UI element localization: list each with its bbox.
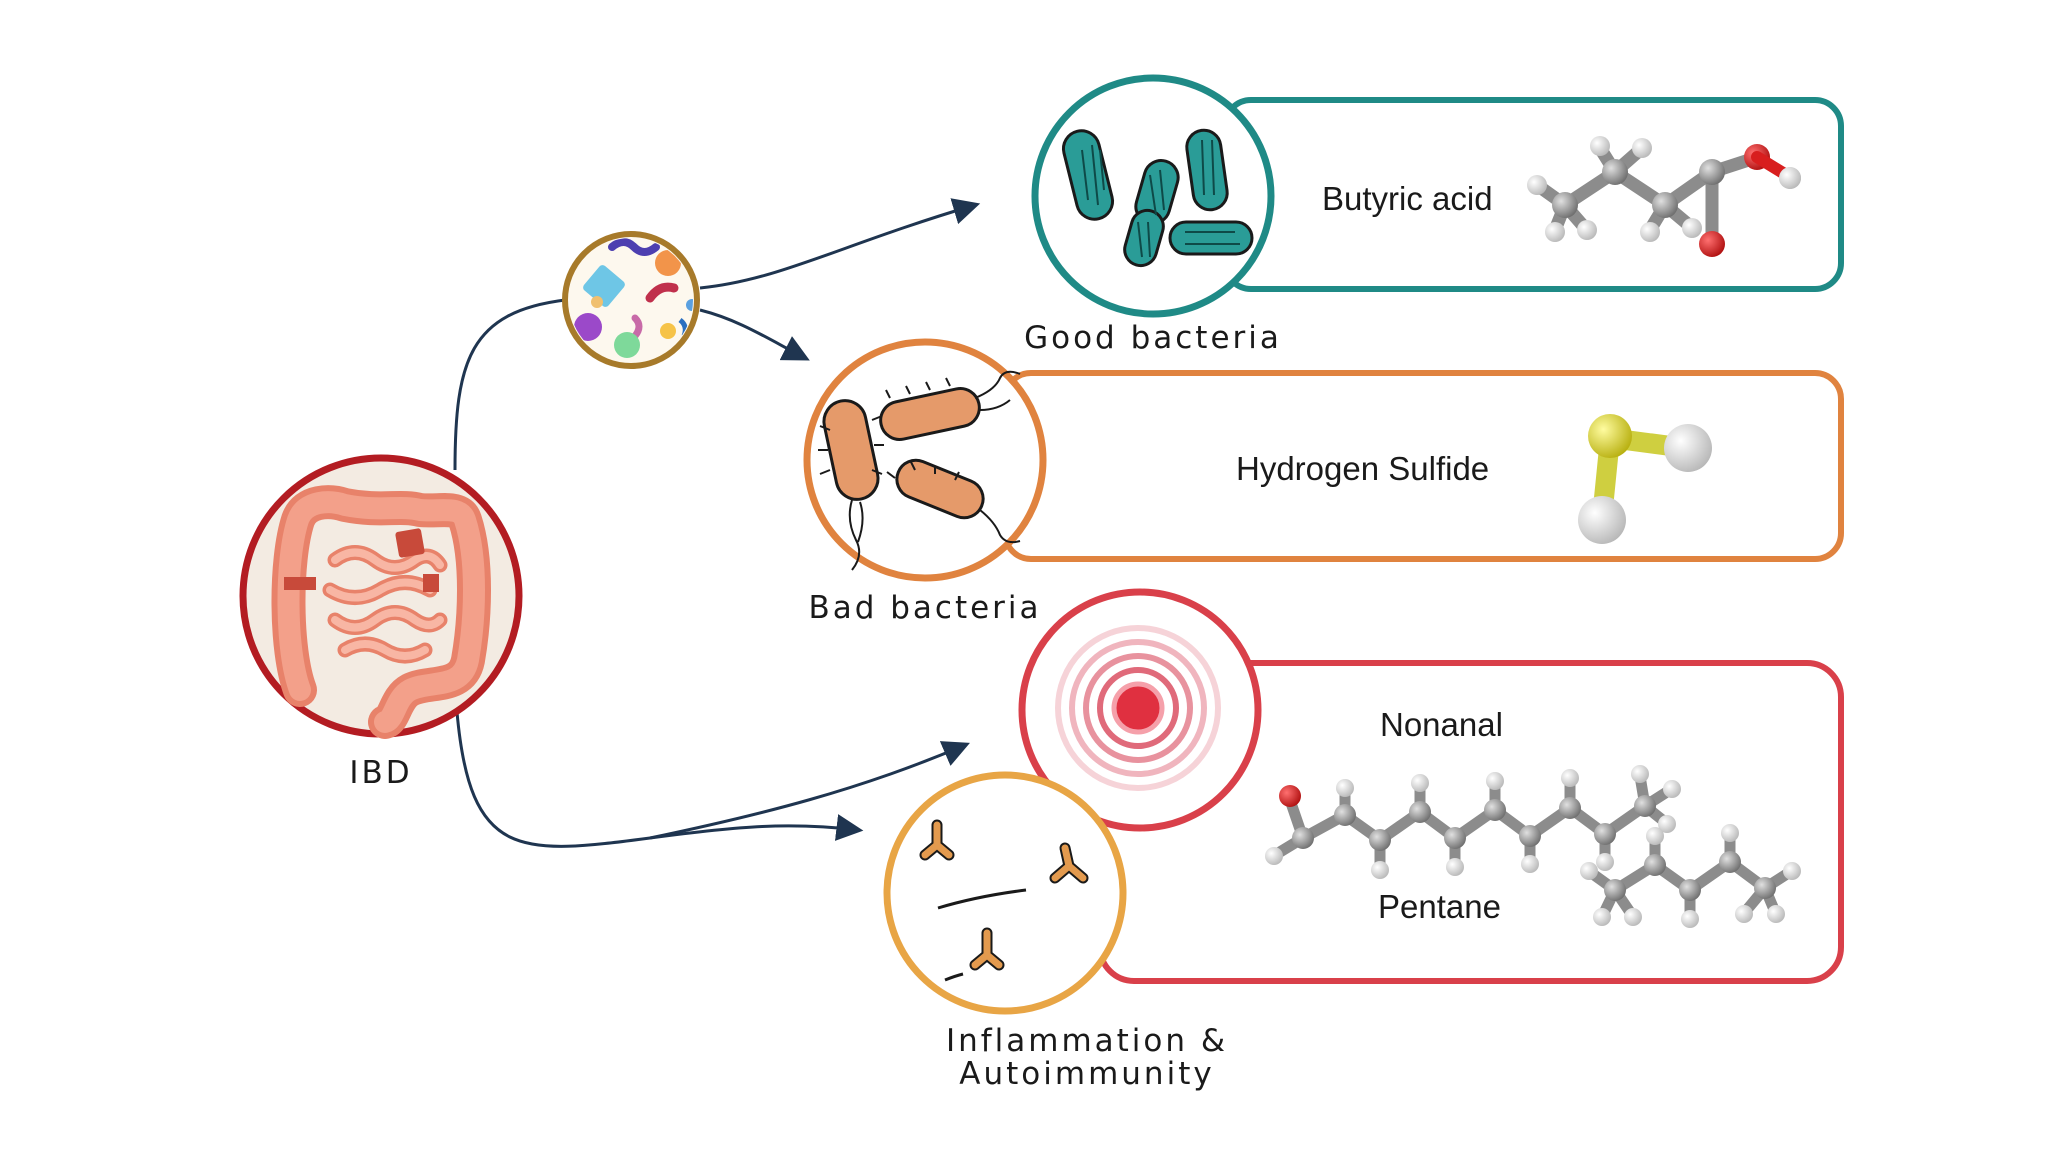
nonanal-molecule: [1265, 765, 1681, 879]
good-bacteria-icon: [1031, 74, 1275, 318]
good-bacteria-box: [1222, 97, 1844, 292]
label-butyric-acid: Butyric acid: [1322, 180, 1493, 217]
arrow-ibd-to-microbiome: [453, 298, 566, 471]
connector-arrows: [453, 198, 981, 848]
arrow-ibd-to-inflammation-lower: [455, 711, 864, 848]
ibd-intestine-icon: [239, 454, 523, 739]
antibodies-icon: [883, 771, 1127, 1015]
bad-bacteria-icon: [803, 338, 1047, 582]
inflammation-target-icon: [1018, 588, 1262, 832]
label-inflammation-line2: Autoimmunity: [959, 1056, 1215, 1092]
label-pentane: Pentane: [1378, 888, 1501, 925]
hydrogen-sulfide-molecule: [1578, 414, 1712, 544]
label-bad-bacteria: Bad bacteria: [808, 590, 1042, 626]
butyric-acid-molecule: [1527, 136, 1801, 257]
arrow-ibd-to-inflammation-upper: [649, 741, 970, 840]
arrow-microbiome-to-good: [699, 198, 981, 290]
microbiome-icon: [562, 231, 700, 369]
label-hydrogen-sulfide: Hydrogen Sulfide: [1236, 450, 1490, 487]
label-nonanal: Nonanal: [1380, 706, 1503, 743]
arrow-microbiome-to-bad: [699, 308, 810, 361]
pentane-molecule: [1580, 824, 1801, 928]
label-ibd: IBD: [349, 755, 413, 791]
label-good-bacteria: Good bacteria: [1024, 320, 1282, 356]
label-inflammation-line1: Inflammation &: [945, 1023, 1229, 1059]
